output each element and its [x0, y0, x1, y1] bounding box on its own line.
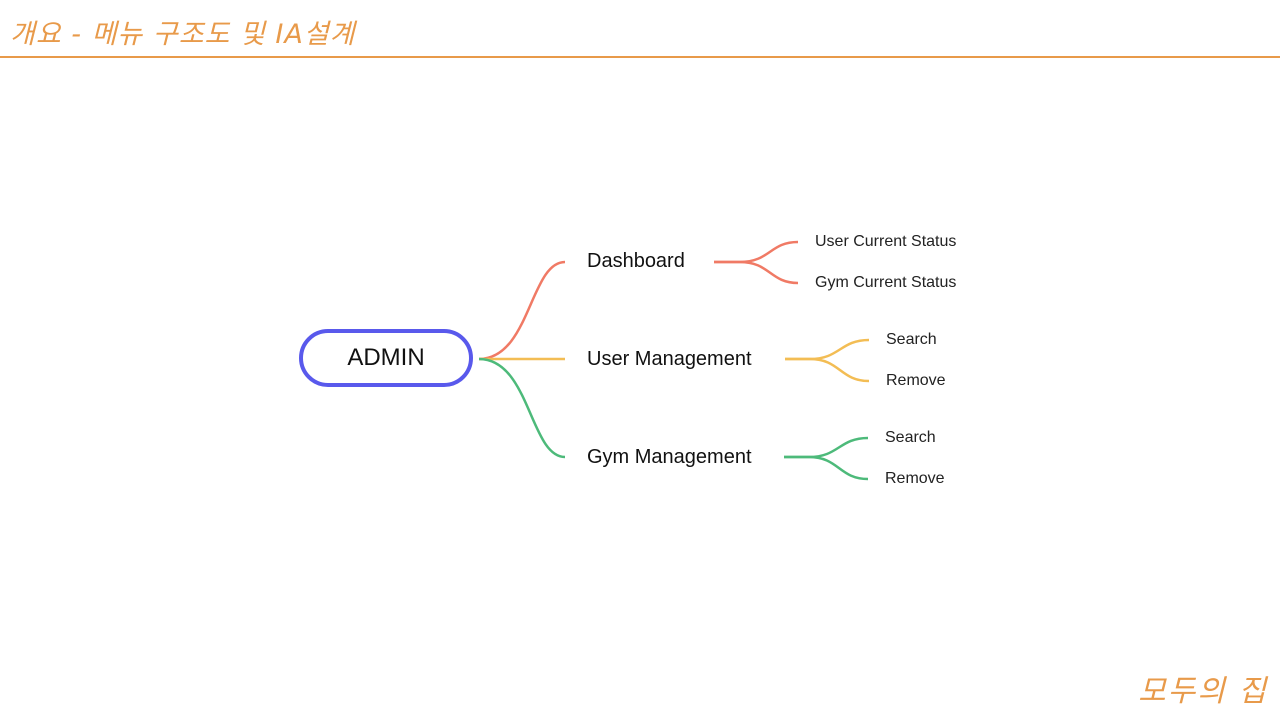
- connector-user-management-search: [785, 338, 870, 361]
- footer-brand-logo: 모두의 집: [1138, 674, 1268, 709]
- title-divider: [0, 56, 1280, 58]
- root-node-label: ADMIN: [347, 344, 425, 371]
- leaf-gym-remove: Remove: [885, 470, 945, 487]
- connector-dashboard-user-current-status: [714, 240, 799, 264]
- connector-gym-management-remove: [784, 455, 869, 481]
- connector-dashboard-gym-current-status: [714, 260, 799, 285]
- connector-user-management-remove: [785, 357, 870, 383]
- connector-root-gym-management: [478, 357, 566, 459]
- connector-gym-management-search: [784, 436, 869, 459]
- leaf-user-remove: Remove: [886, 372, 946, 389]
- root-node-admin: ADMIN: [299, 329, 473, 387]
- branch-user-management: User Management: [587, 348, 752, 370]
- leaf-user-current-status: User Current Status: [815, 233, 957, 250]
- leaf-user-search: Search: [886, 331, 937, 348]
- branch-dashboard: Dashboard: [587, 250, 685, 272]
- branch-gym-management: Gym Management: [587, 446, 752, 468]
- leaf-gym-search: Search: [885, 429, 936, 446]
- connector-root-dashboard: [478, 260, 566, 361]
- leaf-gym-current-status: Gym Current Status: [815, 274, 957, 291]
- slide-title: 개요 - 메뉴 구조도 및 IA설계: [10, 19, 356, 50]
